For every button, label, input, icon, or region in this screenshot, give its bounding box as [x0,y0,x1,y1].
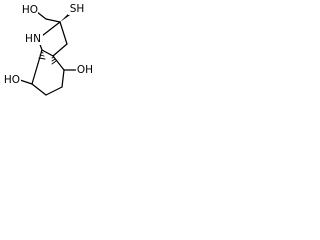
label-thiol-sh: SH [70,3,85,15]
bond-ho-ch2 [36,11,47,20]
label-c4-oh: OH [77,64,93,76]
bond-c3a-hash [51,56,57,65]
bond-c3a-c4 [52,55,65,71]
molecule-structure-diagram: HO SH N H OH HO [0,0,112,107]
label-ring-nh-h: H [25,33,33,45]
bond-c5-c6 [45,86,63,96]
bond-ch2-c2 [45,18,61,23]
label-ring-n: N [33,33,41,45]
label-c7-ho: HO [4,74,20,86]
bond-c7-c7a [31,49,43,85]
atom-labels: HO SH N H OH HO [3,3,94,86]
bond-c4-c5 [61,69,65,88]
label-hydroxymethyl-oh: HO [22,4,38,16]
molecule-svg: HO SH N H OH HO [3,3,94,96]
bond-c3-c3a [52,43,68,57]
bond-c7-ho [19,79,33,85]
bond-c7a-hash [38,51,46,60]
bonds [19,11,78,96]
bond-c3a-c7a [41,49,54,57]
bond-c6-c7 [31,83,47,96]
bond-c2-c3 [59,21,68,45]
